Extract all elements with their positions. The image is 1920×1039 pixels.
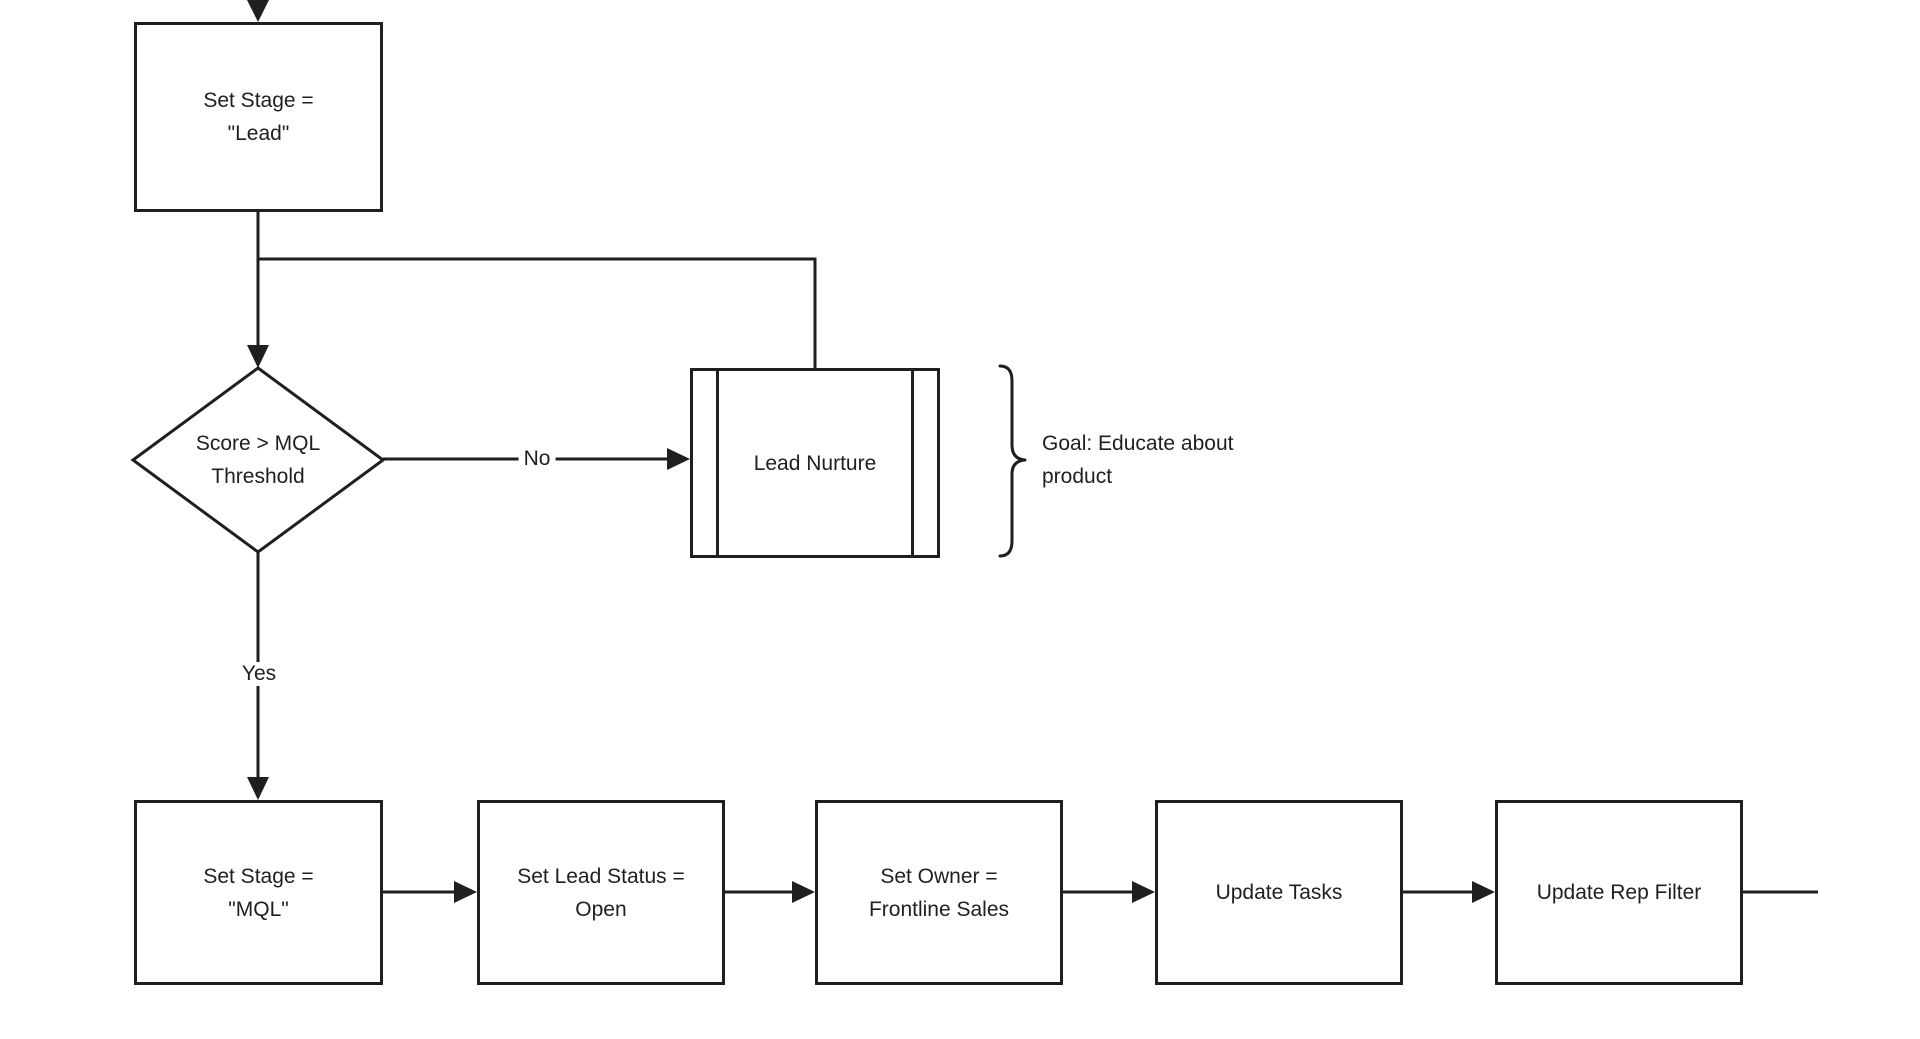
node-set-owner-frontline-sales[interactable]: Set Owner = Frontline Sales [815, 800, 1063, 985]
arrowhead-icon [247, 0, 269, 22]
curly-brace-icon [998, 364, 1027, 558]
arrowhead-icon [454, 881, 477, 903]
node-update-tasks[interactable]: Update Tasks [1155, 800, 1403, 985]
arrowhead-icon [792, 881, 815, 903]
node-label: Set Owner = Frontline Sales [868, 864, 1010, 921]
edge-nurture-loop-line [258, 257, 817, 368]
node-set-stage-mql[interactable]: Set Stage = "MQL" [134, 800, 383, 985]
arrowhead-icon [247, 777, 269, 800]
node-label: Set Stage = "Lead" [203, 89, 314, 145]
node-update-rep-filter[interactable]: Update Rep Filter [1495, 800, 1743, 985]
decision-diamond-shape[interactable] [130, 366, 386, 554]
node-set-lead-status-open[interactable]: Set Lead Status = Open [477, 800, 725, 985]
node-label: Set Stage = "MQL" [203, 864, 314, 921]
arrowhead-icon [1132, 881, 1155, 903]
arrowhead-icon [1472, 881, 1495, 903]
arrowhead-icon [247, 345, 269, 368]
node-lead-nurture[interactable]: Lead Nurture [690, 368, 940, 558]
node-label: Update Tasks [1215, 881, 1343, 904]
node-label: Update Rep Filter [1536, 881, 1702, 904]
arrowhead-icon [667, 448, 690, 470]
node-set-stage-lead[interactable]: Set Stage = "Lead" [134, 22, 383, 212]
edge-label-no: No [518, 447, 556, 471]
node-label: Lead Nurture [753, 451, 877, 475]
node-label: Set Lead Status = Open [517, 864, 685, 921]
edge-label-yes: Yes [236, 662, 282, 686]
goal-annotation: Goal: Educate about product [1042, 432, 1234, 488]
